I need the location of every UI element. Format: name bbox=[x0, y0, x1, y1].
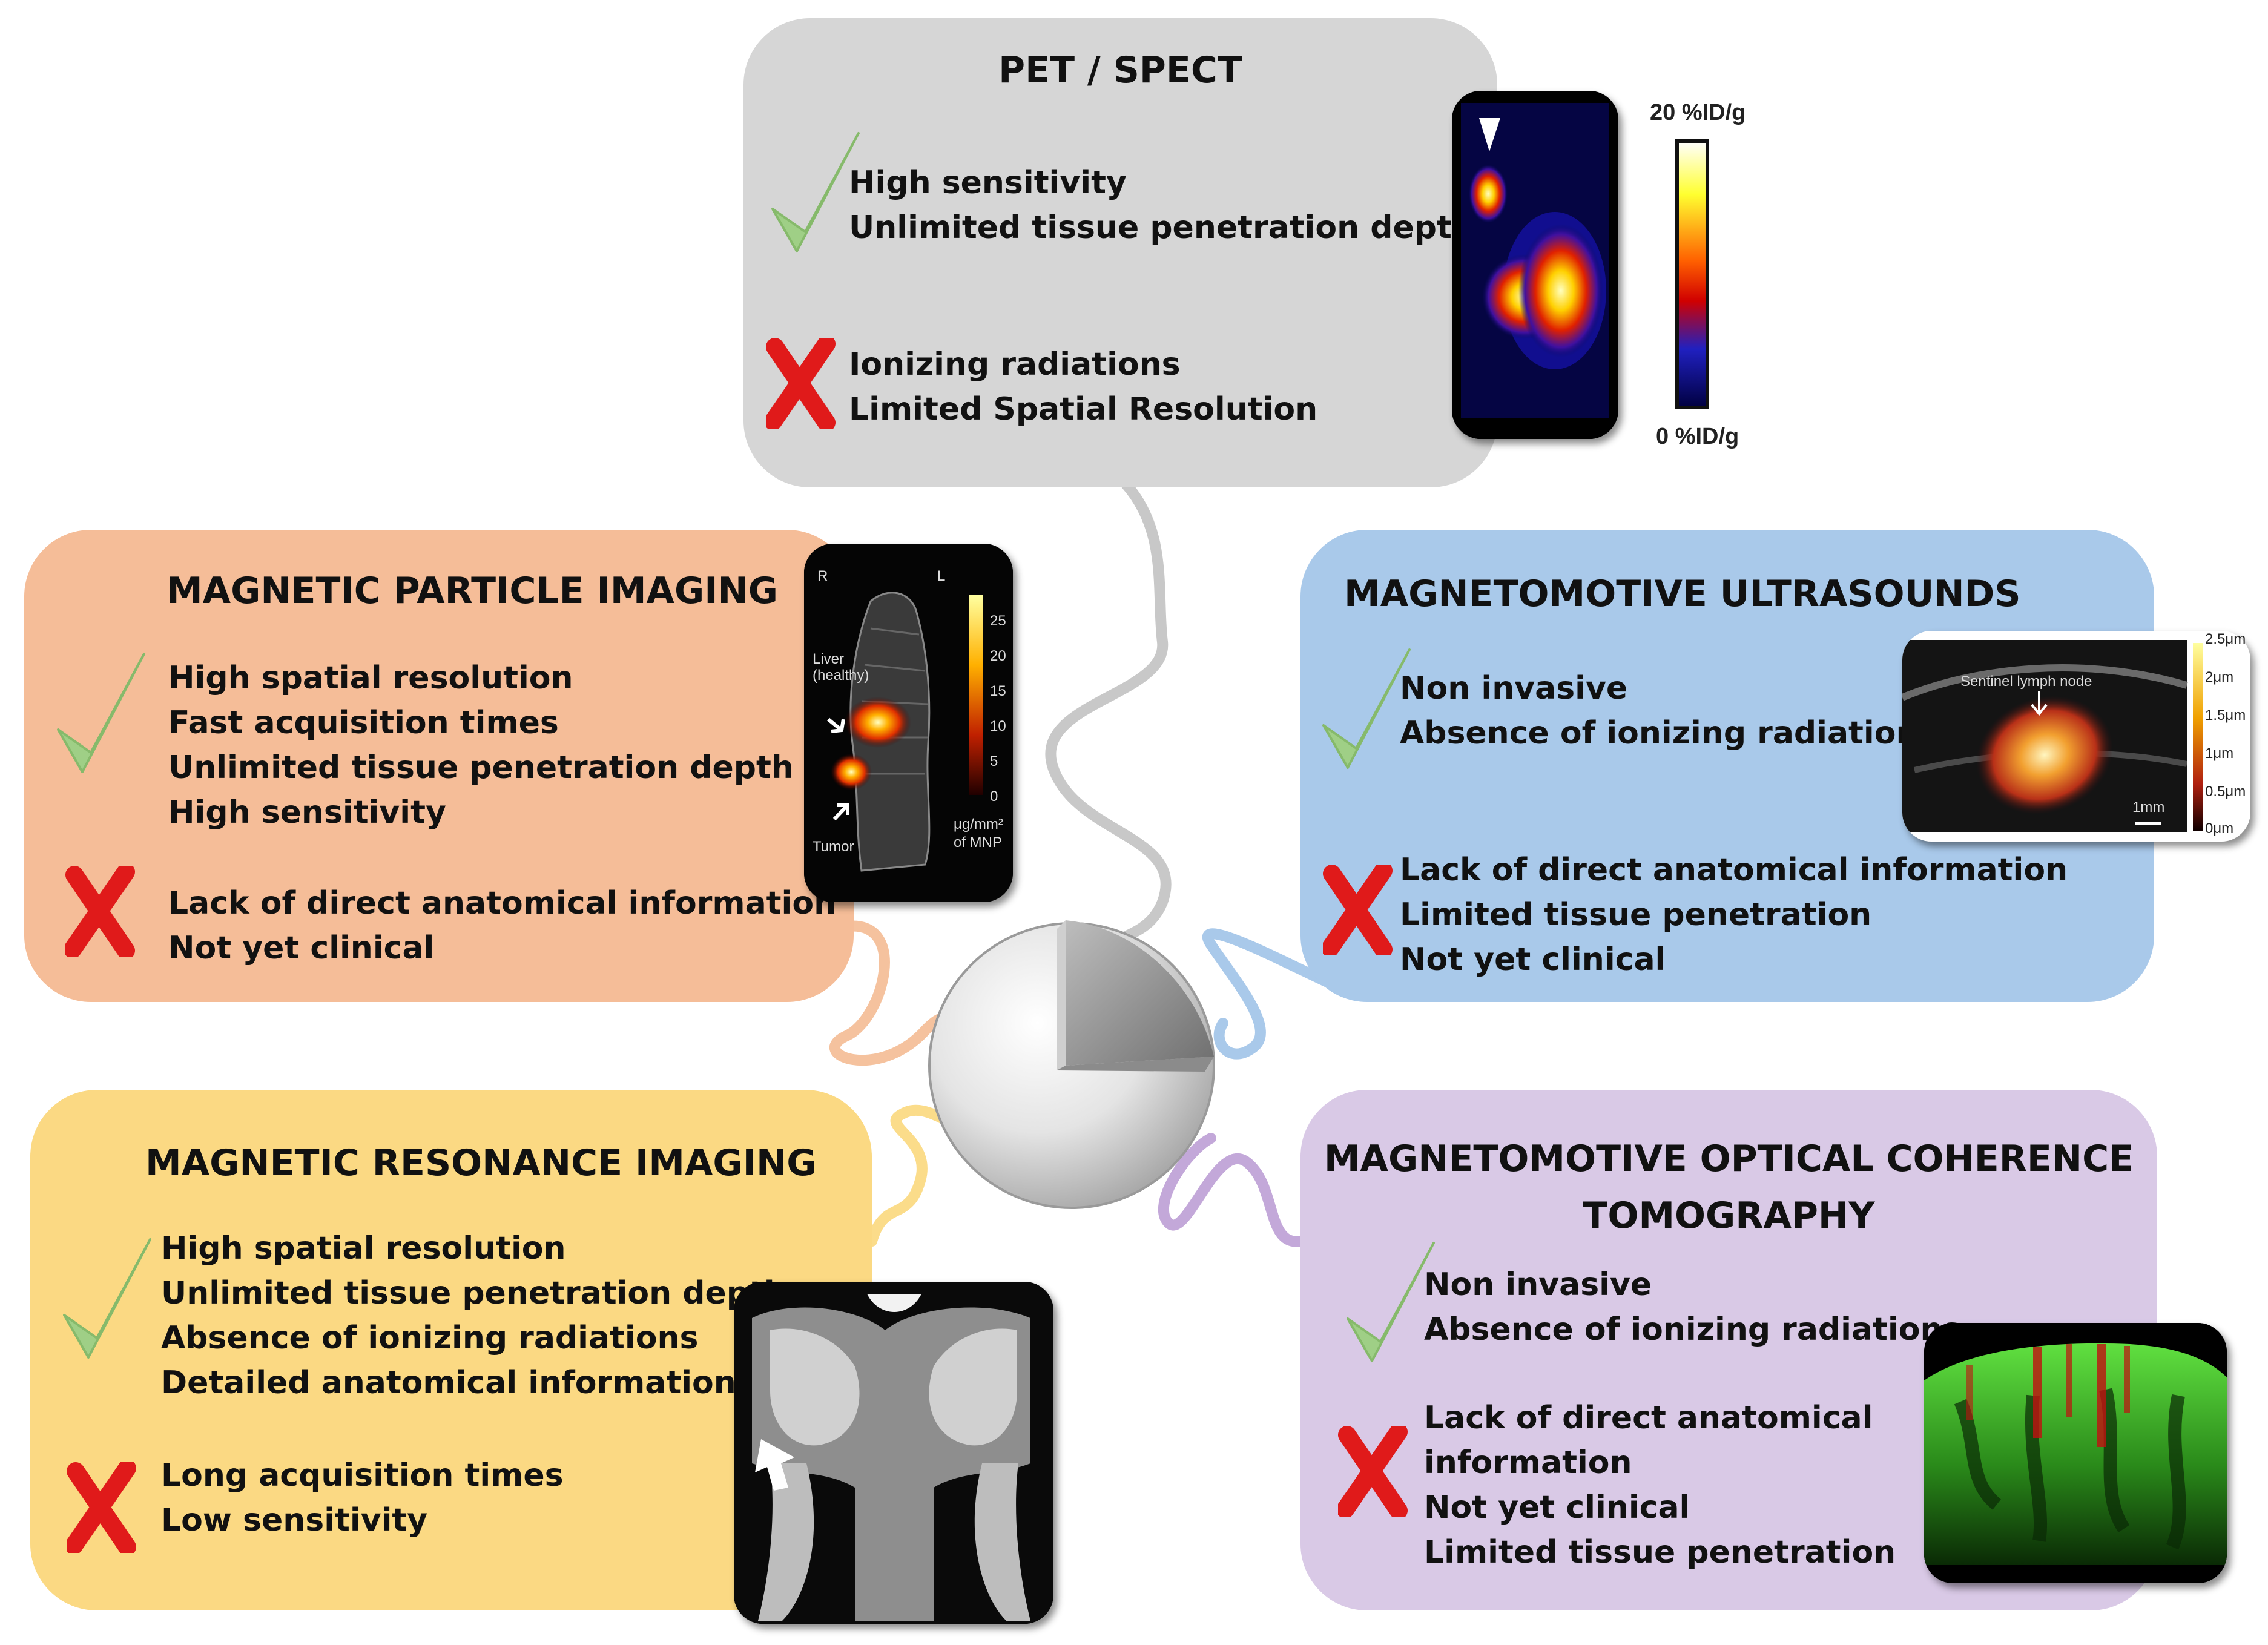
mpi-pros-list: High spatial resolution Fast acquisition… bbox=[168, 656, 794, 835]
con-item: Low sensitivity bbox=[161, 1502, 428, 1538]
connector-pet bbox=[1045, 479, 1172, 950]
mpi-label-healthy: (healthy) bbox=[813, 667, 869, 684]
pro-item: High spatial resolution bbox=[161, 1230, 566, 1267]
pro-item: Unlimited tissue penetration depth bbox=[849, 209, 1474, 246]
moct-cons-list: Lack of direct anatomical information No… bbox=[1424, 1396, 1896, 1575]
con-item: Ionizing radiations bbox=[849, 346, 1181, 383]
mus-scale-tick: 2.5μm bbox=[2205, 631, 2246, 647]
pet-spect-panel: PET / SPECT bbox=[743, 18, 1497, 487]
cross-icon bbox=[766, 338, 836, 429]
mus-ultrasound-image bbox=[1902, 631, 2250, 842]
cross-icon bbox=[1338, 1426, 1408, 1517]
mri-scan-image bbox=[734, 1282, 1053, 1624]
mri-title: MAGNETIC RESONANCE IMAGING bbox=[145, 1142, 817, 1184]
mpi-scale-tick: 15 bbox=[990, 683, 1006, 699]
mus-node-label: Sentinel lymph node bbox=[1960, 673, 2092, 690]
con-item: Limited tissue penetration bbox=[1400, 897, 1872, 933]
con-item: Limited Spatial Resolution bbox=[849, 391, 1318, 427]
cross-icon bbox=[65, 866, 135, 957]
con-item: Lack of direct anatomical information bbox=[168, 885, 837, 921]
con-item: Not yet clinical bbox=[168, 930, 435, 966]
mpi-label-tumor: Tumor bbox=[813, 839, 854, 855]
mri-panel bbox=[30, 1090, 872, 1610]
con-item: Not yet clinical bbox=[1424, 1489, 1690, 1526]
nanoparticle-sphere bbox=[928, 920, 1215, 1209]
mri-pros-list: High spatial resolution Unlimited tissue… bbox=[161, 1226, 786, 1405]
connector-mus bbox=[1202, 928, 1343, 1060]
mpi-scale-tick: 10 bbox=[990, 718, 1006, 734]
mus-scale-tick: 1.5μm bbox=[2205, 707, 2246, 724]
con-item: Not yet clinical bbox=[1400, 941, 1666, 978]
mpi-scale-tick: 20 bbox=[990, 648, 1006, 664]
con-item: information bbox=[1424, 1445, 1632, 1481]
pro-item: Detailed anatomical information bbox=[161, 1365, 736, 1401]
moct-pros-list: Non invasive Absence of ionizing radiati… bbox=[1424, 1262, 1961, 1352]
pro-item: Absence of ionizing radiations bbox=[1400, 715, 1937, 751]
pro-item: Absence of ionizing radiations bbox=[1424, 1311, 1962, 1348]
mpi-label-liver: Liver bbox=[813, 651, 845, 667]
pro-item: Fast acquisition times bbox=[168, 705, 559, 741]
con-item: Lack of direct anatomical bbox=[1424, 1400, 1873, 1436]
mus-scale-tick: 1μm bbox=[2205, 745, 2234, 762]
mpi-cons-list: Lack of direct anatomical information No… bbox=[168, 881, 836, 971]
moct-title-line2: TOMOGRAPHY bbox=[1583, 1195, 1875, 1237]
moct-scan-image bbox=[1924, 1323, 2227, 1583]
check-icon bbox=[1347, 1242, 1435, 1362]
pet-scale-max-label: 20 %ID/g bbox=[1650, 100, 1746, 125]
mpi-scale-unit: of MNP bbox=[954, 834, 1003, 851]
mus-cons-list: Lack of direct anatomical information Li… bbox=[1400, 848, 2068, 982]
mus-scale-tick: 0μm bbox=[2205, 820, 2234, 837]
con-item: Lack of direct anatomical information bbox=[1400, 852, 2068, 888]
mpi-scan-image bbox=[804, 544, 1013, 902]
pet-cons-list: Ionizing radiations Limited Spatial Reso… bbox=[849, 342, 1317, 432]
cross-icon bbox=[67, 1462, 136, 1553]
check-icon bbox=[1322, 648, 1411, 769]
mpi-label-r: R bbox=[817, 568, 828, 584]
mpi-scale-tick: 25 bbox=[990, 613, 1006, 629]
moct-title-line1: MAGNETOMOTIVE OPTICAL COHERENCE bbox=[1324, 1138, 2134, 1180]
mus-pros-list: Non invasive Absence of ionizing radiati… bbox=[1400, 666, 1937, 756]
mpi-scale-unit: μg/mm² bbox=[954, 816, 1003, 832]
pro-item: High sensitivity bbox=[168, 794, 446, 831]
mpi-title: MAGNETIC PARTICLE IMAGING bbox=[166, 570, 779, 612]
pro-item: High sensitivity bbox=[849, 165, 1127, 201]
pet-color-scale bbox=[1675, 139, 1709, 409]
mpi-panel bbox=[24, 530, 854, 1002]
mpi-label-l: L bbox=[937, 568, 946, 584]
mus-scalebar-label: 1mm bbox=[2132, 799, 2165, 816]
check-icon bbox=[57, 653, 145, 773]
pro-item: Unlimited tissue penetration depth bbox=[168, 750, 794, 786]
mpi-scale-tick: 5 bbox=[990, 753, 998, 770]
con-item: Limited tissue penetration bbox=[1424, 1534, 1896, 1571]
check-icon bbox=[771, 132, 860, 252]
pro-item: High spatial resolution bbox=[168, 660, 573, 696]
mri-cons-list: Long acquisition times Low sensitivity bbox=[161, 1453, 564, 1543]
pet-scan-image bbox=[1452, 91, 1618, 439]
mus-title: MAGNETOMOTIVE ULTRASOUNDS bbox=[1344, 573, 2021, 615]
check-icon bbox=[63, 1238, 151, 1359]
cross-icon bbox=[1323, 865, 1393, 955]
pet-pros-list: High sensitivity Unlimited tissue penetr… bbox=[849, 160, 1474, 250]
mus-scale-tick: 0.5μm bbox=[2205, 783, 2246, 800]
pet-scale-min-label: 0 %ID/g bbox=[1656, 424, 1739, 449]
pro-item: Unlimited tissue penetration depth bbox=[161, 1275, 786, 1311]
connector-moct bbox=[1158, 1133, 1307, 1247]
pro-item: Non invasive bbox=[1400, 670, 1628, 707]
mpi-scale-tick: 0 bbox=[990, 788, 998, 805]
pro-item: Non invasive bbox=[1424, 1267, 1652, 1303]
pro-item: Absence of ionizing radiations bbox=[161, 1320, 699, 1356]
mus-scale-tick: 2μm bbox=[2205, 669, 2234, 685]
con-item: Long acquisition times bbox=[161, 1457, 564, 1494]
pet-spect-title: PET / SPECT bbox=[998, 49, 1242, 91]
